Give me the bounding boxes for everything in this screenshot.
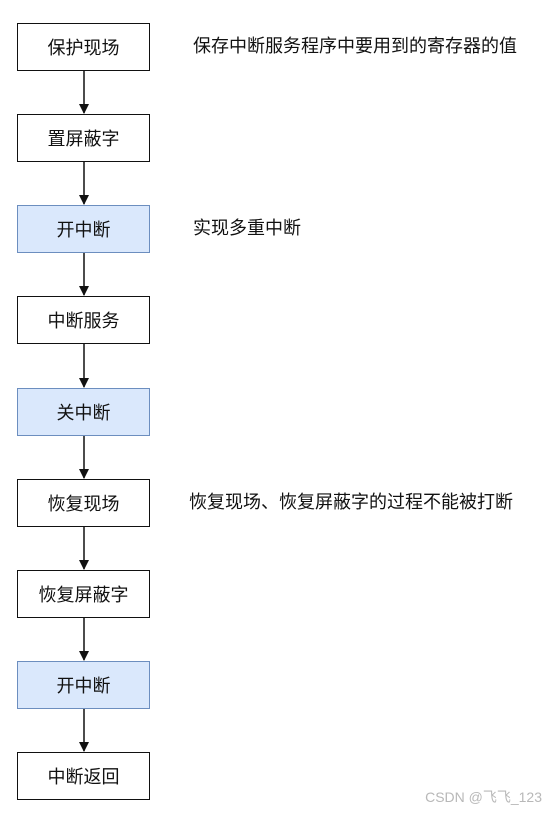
note-save-context: 保存中断服务程序中要用到的寄存器的值 xyxy=(193,36,517,57)
note-no-interrupt: 恢复现场、恢复屏蔽字的过程不能被打断 xyxy=(189,492,513,513)
note-nested-interrupts: 实现多重中断 xyxy=(193,218,301,239)
step-interrupt-return-box: 中断返回 xyxy=(17,752,150,800)
step-disable-interrupt-box: 关中断 xyxy=(17,388,150,436)
step-restore-mask-box: 恢复屏蔽字 xyxy=(17,570,150,618)
step-enable-interrupt-box: 开中断 xyxy=(17,205,150,253)
step-set-mask-box: 置屏蔽字 xyxy=(17,114,150,162)
csdn-watermark: CSDN @飞飞_123 xyxy=(425,789,542,805)
step-interrupt-service-box: 中断服务 xyxy=(17,296,150,344)
step-enable-interrupt-2-box: 开中断 xyxy=(17,661,150,709)
step-restore-context-box: 恢复现场 xyxy=(17,479,150,527)
step-save-context-box: 保护现场 xyxy=(17,23,150,71)
